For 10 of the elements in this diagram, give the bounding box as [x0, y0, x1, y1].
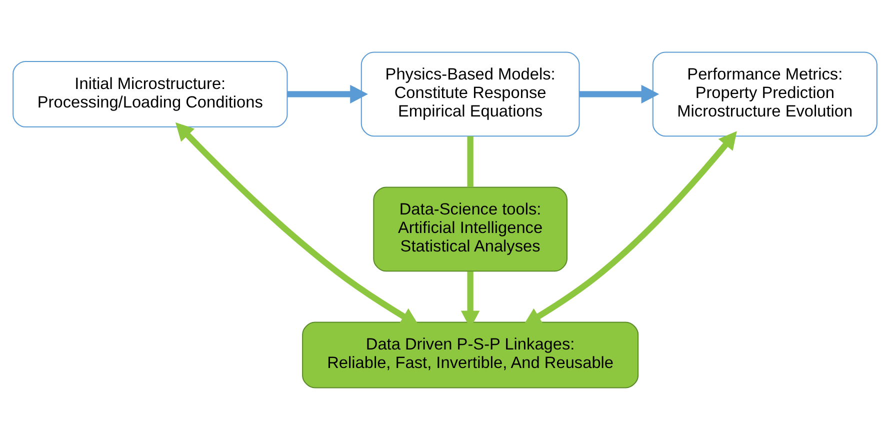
connector [466, 136, 473, 187]
node-box: Initial Microstructure: Processing/Loading Conditions [12, 60, 288, 127]
arrow [578, 84, 659, 104]
arrow [522, 130, 736, 326]
node-box: Performance Metrics: Property Prediction Microstructure Evolution [652, 51, 877, 136]
arrow [174, 122, 418, 326]
node-box: Data Driven P-S-P Linkages: Reliable, Fast, Invertible, And Reusable [302, 321, 638, 388]
arrow [286, 84, 368, 104]
node-box: Physics-Based Models: Constitute Response Empirical Equations [360, 51, 580, 136]
node-box: Data-Science tools: Artificial Intelligence Statistical Analyses [372, 186, 567, 272]
